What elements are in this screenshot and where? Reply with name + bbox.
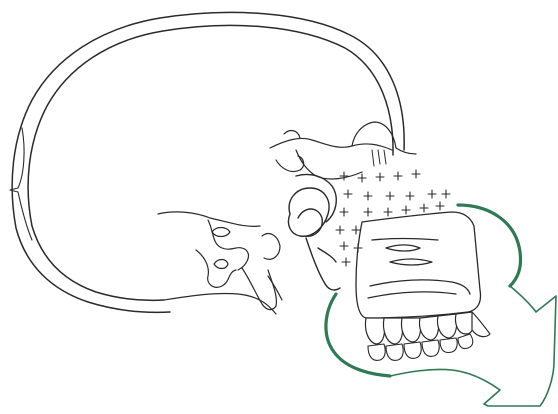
articular-disc — [288, 188, 329, 236]
maxilla — [356, 212, 481, 318]
lower-tooth — [422, 340, 439, 356]
mandibular-condyle — [298, 209, 322, 236]
skull-base — [158, 212, 282, 314]
plus-marker — [364, 208, 372, 216]
upper-tooth — [455, 312, 474, 334]
orbital-region — [270, 122, 416, 179]
nasal-bone-ridge — [372, 150, 386, 166]
plus-marker — [344, 190, 352, 198]
plus-marker — [412, 170, 420, 178]
lower-tooth — [404, 342, 421, 358]
mandible-ramus — [306, 238, 340, 290]
coronoid-notch — [318, 248, 336, 262]
anterior-clinoid — [284, 131, 300, 138]
upper-tooth — [365, 318, 384, 344]
nasion-line — [396, 148, 416, 154]
zygomatic-arch-contour — [296, 174, 336, 222]
plus-marker — [442, 190, 450, 198]
plus-marker — [436, 202, 444, 210]
petrous-ridge — [158, 212, 260, 226]
plus-marker — [340, 242, 348, 250]
cranium-inner-outline — [28, 25, 393, 300]
plus-marker — [402, 206, 410, 214]
growth-direction-arrow — [326, 205, 556, 406]
plus-marker — [394, 172, 402, 180]
lower-tooth — [440, 338, 457, 353]
upper-tooth — [437, 314, 456, 338]
nasal-concha-upper — [386, 245, 420, 251]
styloid-process — [268, 276, 282, 300]
plus-marker — [386, 192, 394, 200]
plus-marker — [340, 208, 348, 216]
upper-tooth — [383, 318, 402, 344]
plus-marker — [364, 192, 372, 200]
plus-marker — [406, 192, 414, 200]
lower-tooth — [458, 334, 473, 349]
mastoid-process — [242, 268, 276, 310]
nasal-concha-middle — [390, 259, 432, 265]
upper-tooth — [419, 316, 438, 340]
tmj-region — [288, 174, 340, 290]
lower-tooth — [386, 344, 403, 360]
jugular-foramen — [214, 260, 228, 269]
occipital-condyle — [262, 234, 280, 260]
plus-marker — [358, 174, 366, 182]
plus-marker — [376, 173, 384, 181]
lower-tooth — [368, 344, 385, 360]
internal-acoustic-opening — [212, 228, 230, 237]
sella-region — [208, 220, 248, 270]
temporal-bone-detail — [196, 250, 236, 287]
palate-lower-edge — [368, 292, 456, 298]
nasal-septum-line — [372, 239, 438, 241]
plus-marker — [384, 208, 392, 216]
plus-marker — [352, 226, 360, 234]
plus-marker — [342, 258, 350, 266]
plus-marker — [428, 190, 436, 198]
anterior-cranial-fossa — [270, 138, 392, 150]
upper-incisor — [472, 312, 490, 337]
upper-tooth — [401, 318, 420, 342]
plus-marker — [336, 226, 344, 234]
occipital-base-contour — [164, 293, 276, 314]
plus-marker — [420, 204, 428, 212]
cranial-vault — [10, 12, 404, 312]
